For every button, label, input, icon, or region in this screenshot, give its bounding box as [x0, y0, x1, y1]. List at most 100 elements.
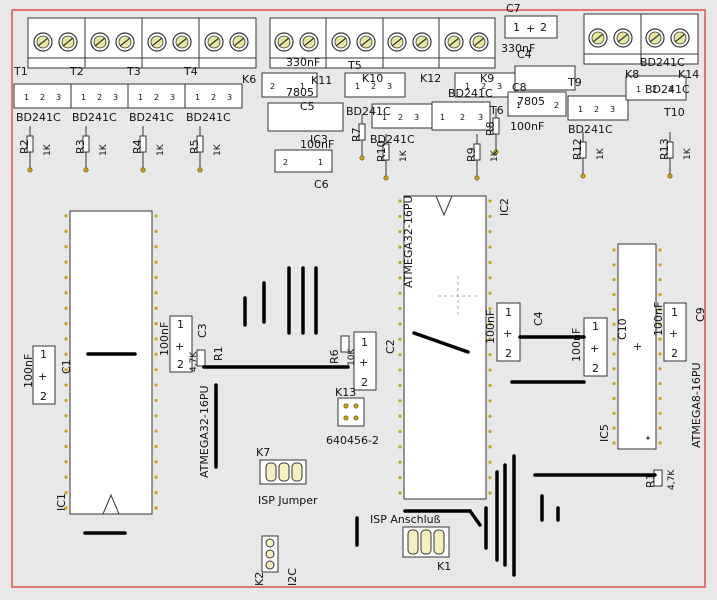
- ic-pin: [154, 275, 158, 280]
- svg-text:2: 2: [40, 390, 47, 403]
- label-ic2-type: ATMEGA32-16PU: [402, 195, 415, 288]
- ic-pin: [154, 414, 158, 418]
- ic-pin: [612, 278, 616, 282]
- label-t9: T9: [567, 76, 582, 89]
- capacitor-c7: 1 2 +: [504, 15, 558, 39]
- svg-text:1: 1: [513, 21, 520, 34]
- svg-text:1: 1: [318, 158, 323, 167]
- ic-pin: [154, 352, 158, 356]
- svg-text:1: 1: [24, 93, 29, 102]
- svg-text:3: 3: [497, 82, 502, 91]
- ic-pin: [154, 337, 158, 341]
- ic-pin: [612, 426, 616, 430]
- label-r10: R10: [375, 140, 388, 162]
- label-r12: R12: [571, 138, 584, 160]
- ic-pin: [398, 260, 402, 265]
- label-k14: K14: [678, 68, 699, 81]
- ic-pin: [612, 382, 616, 386]
- ic-pin: [658, 367, 662, 371]
- svg-text:3: 3: [414, 113, 419, 122]
- label-7805-a: 7805: [286, 86, 314, 99]
- label-c9: C9: [694, 307, 707, 322]
- svg-text:+: +: [359, 356, 368, 369]
- ic-pin: [488, 476, 492, 480]
- label-k7: K7: [256, 446, 270, 459]
- label-i2c: I2C: [286, 568, 299, 586]
- ic-pin: [398, 245, 402, 249]
- ic-pin: [612, 248, 616, 252]
- ic-pin: [64, 491, 68, 495]
- ic-pin: [64, 444, 68, 449]
- ic-pin: [488, 429, 492, 434]
- ic-pin: [612, 337, 616, 341]
- ic5-chip: +: [617, 243, 657, 450]
- label-bd241c-7: BD241C: [448, 87, 493, 100]
- label-r13-value: 1K: [683, 147, 693, 160]
- svg-text:3: 3: [227, 93, 232, 102]
- svg-text:1: 1: [465, 82, 470, 91]
- ic-pin: [488, 460, 492, 464]
- ic-pin: [658, 441, 662, 445]
- capacitor-c3: 1+2: [169, 315, 193, 373]
- label-r3: R3: [74, 139, 87, 154]
- ic-pin: [64, 229, 68, 233]
- svg-text:1: 1: [177, 318, 184, 331]
- ic-pin: [154, 306, 158, 310]
- label-c9-value: 100nF: [652, 302, 665, 336]
- svg-text:2: 2: [177, 358, 184, 371]
- ic-pin: [398, 476, 402, 480]
- svg-text:2: 2: [652, 85, 657, 94]
- ic-pin: [612, 396, 616, 401]
- label-ic1-type: ATMEGA32-16PU: [198, 385, 211, 478]
- svg-text:1: 1: [440, 113, 445, 122]
- svg-text:2: 2: [671, 347, 678, 360]
- label-c4-top: C4: [517, 48, 532, 61]
- label-ic1: IC1: [55, 493, 68, 511]
- ic-pin: [488, 353, 492, 357]
- svg-text:3: 3: [56, 93, 61, 102]
- svg-text:+: +: [38, 370, 47, 383]
- ic-pin: [398, 445, 402, 449]
- ic-pin: [64, 275, 68, 280]
- label-c6: C6: [314, 178, 329, 191]
- svg-text:3: 3: [610, 105, 615, 114]
- label-r8: R8: [484, 121, 497, 136]
- ic-pin: [154, 214, 158, 218]
- svg-text:3: 3: [113, 93, 118, 102]
- label-ic3: IC3: [310, 133, 328, 146]
- ic-pin: [658, 382, 662, 386]
- svg-text:1: 1: [138, 93, 143, 102]
- label-bd241c-3: BD241C: [129, 111, 174, 124]
- header-k1: [402, 526, 450, 558]
- svg-text:2: 2: [540, 21, 547, 34]
- label-bd241c-8: BD241C: [568, 123, 613, 136]
- traces: [83, 266, 657, 577]
- label-c10: C10: [616, 318, 629, 340]
- label-r5: R5: [188, 139, 201, 154]
- label-t4: T4: [183, 65, 198, 78]
- label-r1-right-value: 4,7K: [667, 469, 677, 490]
- label-r4: R4: [131, 139, 144, 154]
- capacitor-c2: 1+2: [353, 331, 377, 391]
- label-bd241c-2: BD241C: [72, 111, 117, 124]
- ic-pin: [612, 292, 616, 297]
- label-7805-b: 7805: [517, 95, 545, 108]
- label-k12: K12: [420, 72, 441, 85]
- resistor-r1-left: [196, 349, 206, 367]
- ic-pin: [612, 307, 616, 311]
- label-ic2: IC2: [498, 198, 511, 216]
- svg-text:2: 2: [505, 347, 512, 360]
- svg-text:1: 1: [361, 336, 368, 349]
- svg-text:+: +: [669, 327, 678, 340]
- svg-text:1: 1: [505, 306, 512, 319]
- ic-pin: [154, 321, 158, 326]
- header-k7: [259, 459, 307, 485]
- ic-pin: [398, 276, 402, 280]
- ic-pin: [154, 444, 158, 449]
- ic-pin: [64, 383, 68, 387]
- ic-pin: [658, 411, 662, 415]
- svg-text:+: +: [590, 342, 599, 355]
- label-r2-value: 1K: [43, 143, 53, 156]
- label-t5: T5: [347, 59, 362, 72]
